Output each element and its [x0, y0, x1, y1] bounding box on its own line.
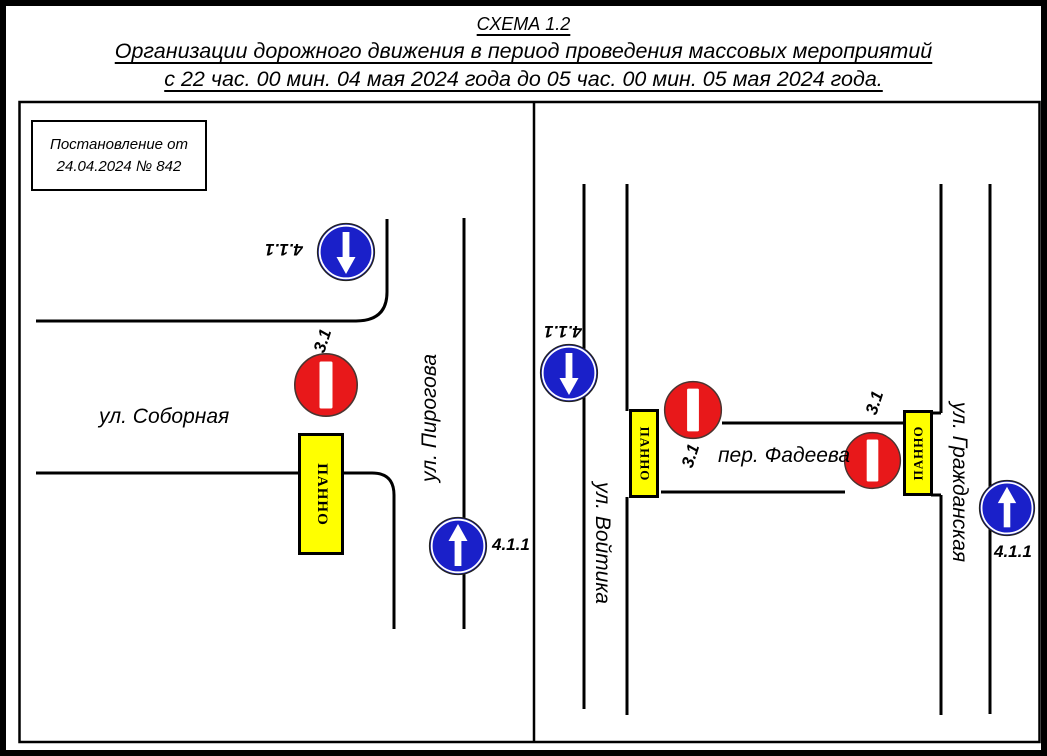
street-name-voytika: ул. Войтика — [591, 482, 614, 604]
scheme-number-title: СХЕМА 1.2 — [476, 14, 571, 34]
panno-board-label: ПАННО — [313, 462, 330, 526]
scheme-period-title: с 22 час. 00 мин. 04 мая 2024 года до 05… — [164, 67, 883, 91]
panno-board-label: ПАННО — [910, 425, 925, 481]
decree-line2: 24.04.2024 № 842 — [56, 157, 182, 175]
sign-4.1.1-up-icon — [428, 516, 488, 576]
road-drawing — [18, 100, 1041, 744]
sign-3.1-label: 3.1 — [677, 441, 704, 471]
title-block: СХЕМА 1.2 Организации дорожного движения… — [6, 14, 1041, 95]
street-name-sobornaya: ул. Соборная — [99, 405, 230, 428]
sign-4.1.1-down-icon — [316, 222, 376, 282]
panno-board: ПАННО — [629, 409, 659, 498]
sign-4.1.1-up-label: 4.1.1 — [994, 542, 1032, 561]
sign-3.1-label: 3.1 — [861, 388, 888, 418]
sign-3.1-no-entry-icon — [293, 352, 359, 418]
sign-4.1.1-down-label: 4.1.1 — [265, 240, 303, 259]
decree-box: Постановление от 24.04.2024 № 842 — [31, 120, 207, 191]
street-name-grazhdanskaya: ул. Гражданская — [948, 401, 971, 563]
panno-board: ПАННО — [903, 410, 933, 496]
decree-line1: Постановление от — [49, 135, 189, 153]
street-name-fadeeva: пер. Фадеева — [718, 444, 851, 467]
panno-board-label: ПАННО — [637, 426, 652, 481]
sign-3.1-no-entry-icon — [663, 380, 723, 440]
street-name-pirogova: ул. Пирогова — [418, 353, 441, 483]
sign-4.1.1-down-label: 4.1.1 — [544, 322, 582, 341]
sign-3.1-no-entry-icon — [843, 431, 902, 490]
panno-board: ПАННО — [298, 433, 344, 555]
sign-4.1.1-down-icon — [539, 343, 599, 403]
sign-4.1.1-up-label: 4.1.1 — [492, 535, 530, 554]
scheme-main-title: Организации дорожного движения в период … — [114, 39, 933, 63]
sign-4.1.1-up-icon — [978, 479, 1036, 537]
